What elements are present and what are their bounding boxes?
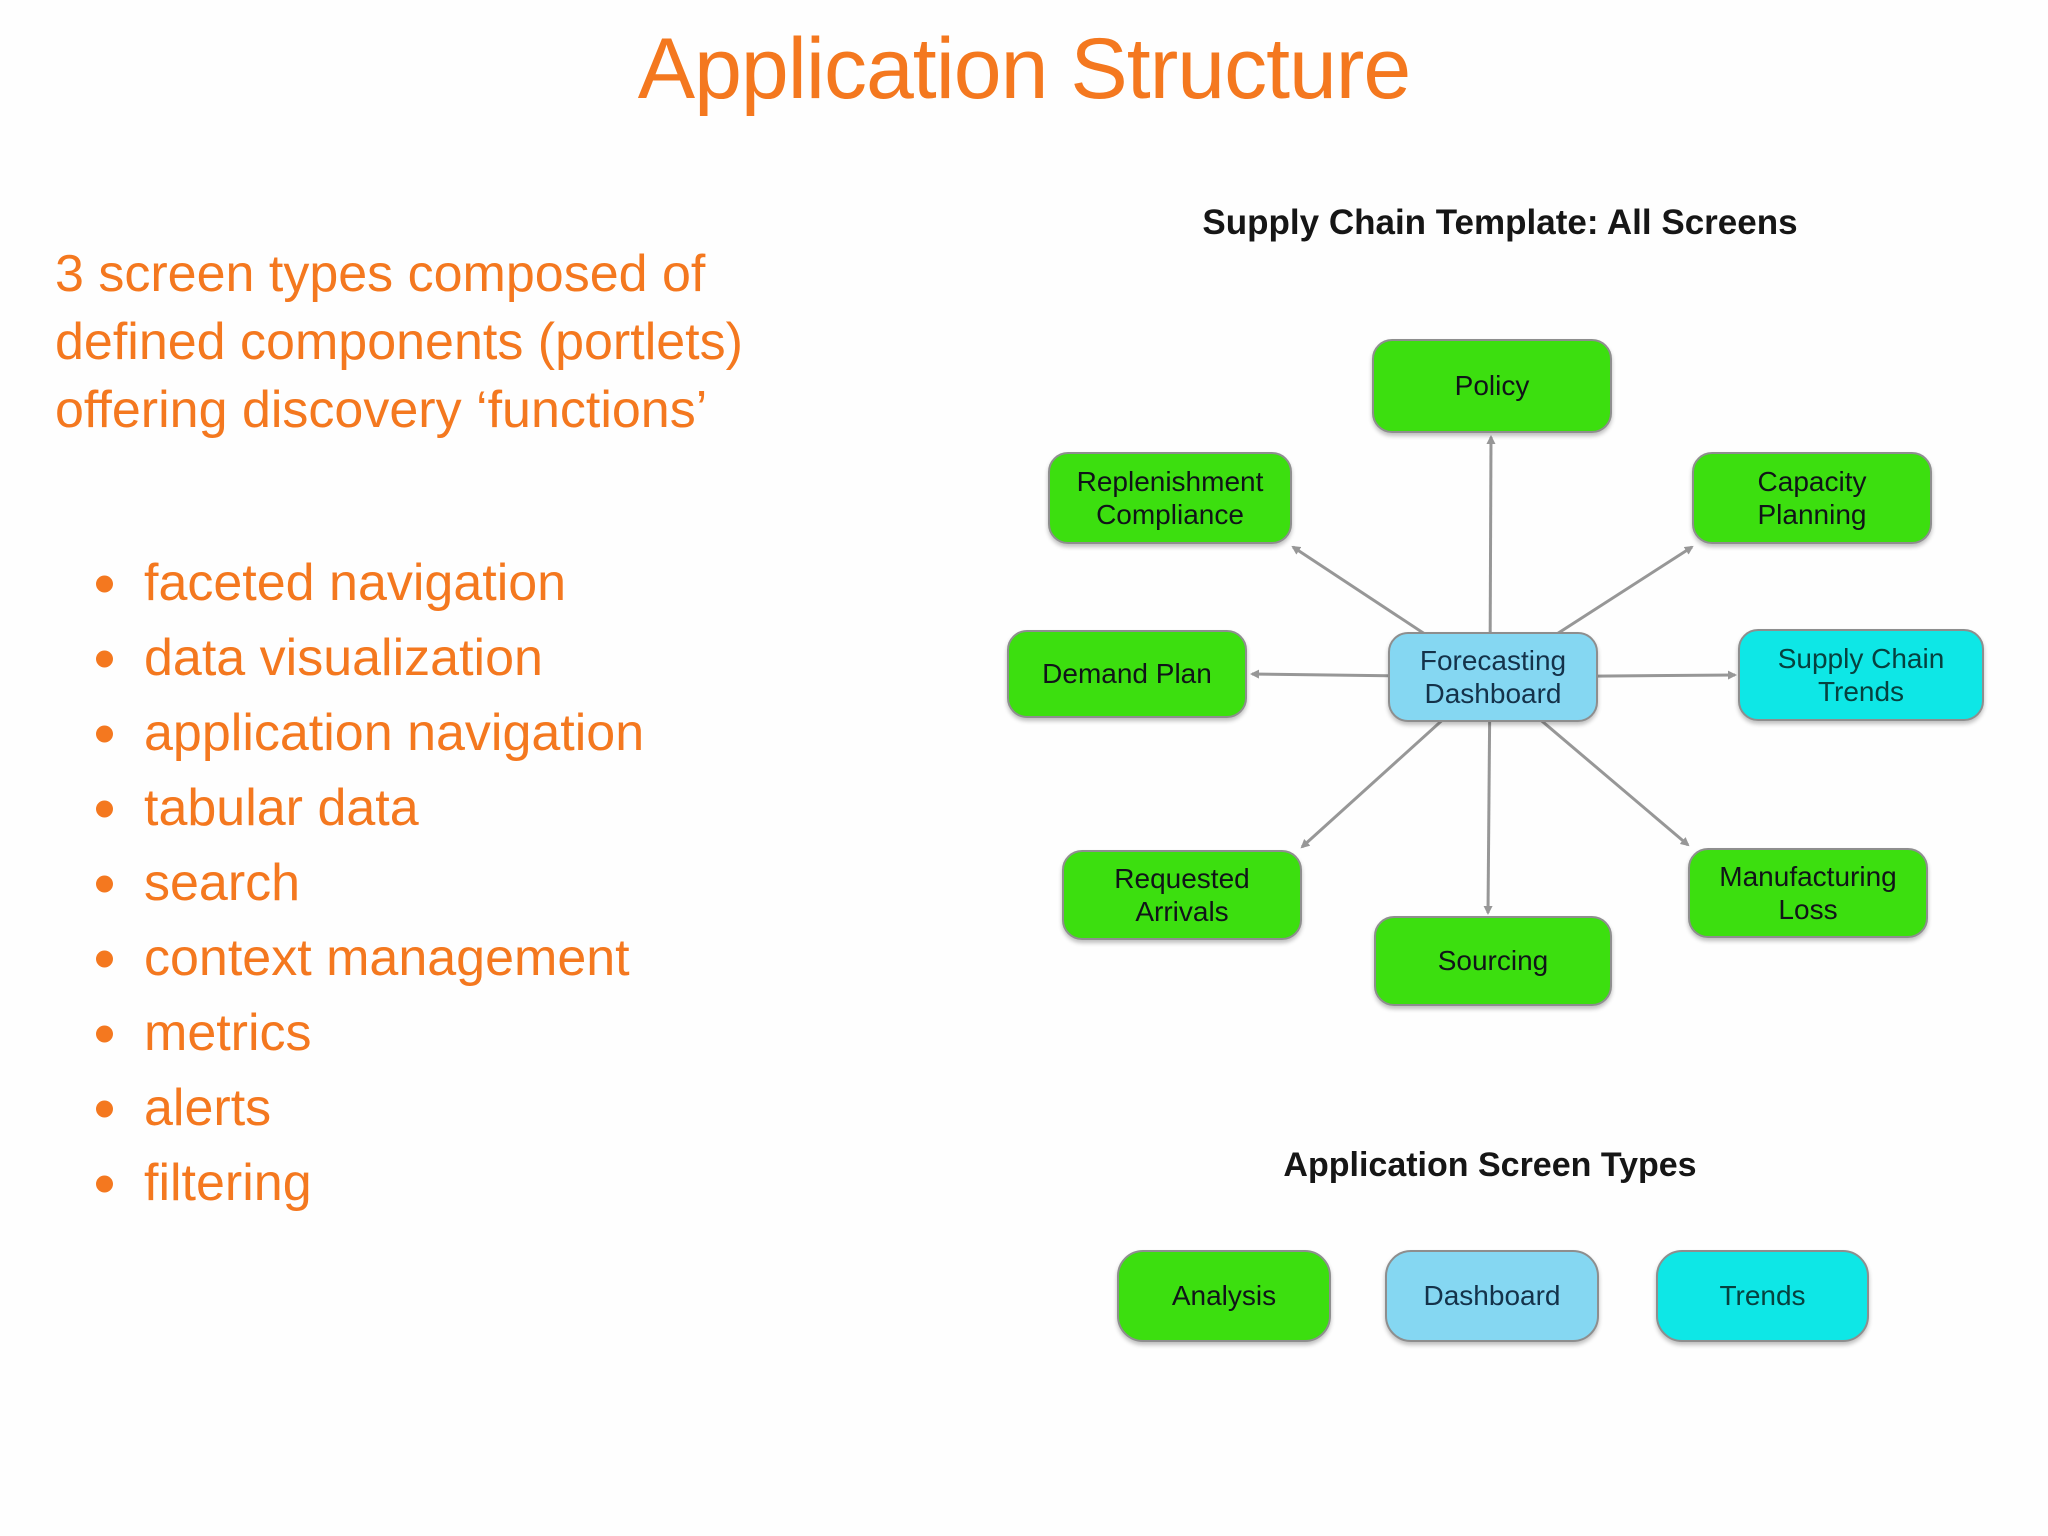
feature-bullet-list: faceted navigation data visualization ap… <box>96 546 644 1221</box>
node-label: Dashboard <box>1423 1280 1561 1312</box>
bullet-item: metrics <box>96 996 644 1071</box>
bullet-item: application navigation <box>96 696 644 771</box>
screen-type-analysis: Analysis <box>1117 1250 1331 1342</box>
node-capacity-planning: Capacity Planning <box>1692 452 1932 544</box>
node-sourcing: Sourcing <box>1374 916 1612 1006</box>
bullet-item: tabular data <box>96 771 644 846</box>
node-replenishment-compliance: Replenishment Compliance <box>1048 452 1292 544</box>
bullet-item: faceted navigation <box>96 546 644 621</box>
node-forecasting-dashboard: Forecasting Dashboard <box>1388 632 1598 722</box>
node-label: Manufacturing Loss <box>1719 860 1897 925</box>
node-label: Policy <box>1454 370 1530 402</box>
bullet-item: context management <box>96 921 644 996</box>
intro-line: offering discovery ‘functions’ <box>55 381 708 439</box>
node-label: Demand Plan <box>1042 658 1212 690</box>
node-label: Sourcing <box>1437 945 1549 977</box>
node-label: Analysis <box>1171 1280 1277 1312</box>
node-label: Capacity Planning <box>1757 465 1867 530</box>
bullet-item: filtering <box>96 1146 644 1221</box>
node-manufacturing-loss: Manufacturing Loss <box>1688 848 1928 938</box>
screen-type-dashboard: Dashboard <box>1385 1250 1599 1342</box>
intro-line: 3 screen types composed of <box>55 245 706 303</box>
node-label: Supply Chain Trends <box>1777 642 1945 707</box>
bullet-item: data visualization <box>96 621 644 696</box>
bullet-item: search <box>96 846 644 921</box>
diagram-title: Supply Chain Template: All Screens <box>1202 203 1798 242</box>
node-demand-plan: Demand Plan <box>1007 630 1247 718</box>
bullet-item: alerts <box>96 1071 644 1146</box>
screen-type-trends: Trends <box>1656 1250 1869 1342</box>
node-policy: Policy <box>1372 339 1612 433</box>
node-supply-chain-trends: Supply Chain Trends <box>1738 629 1984 721</box>
node-label: Trends <box>1719 1280 1806 1312</box>
node-label: Replenishment Compliance <box>1076 465 1264 530</box>
node-label: Requested Arrivals <box>1114 862 1250 927</box>
node-label: Forecasting Dashboard <box>1419 644 1567 709</box>
intro-line: defined components (portlets) <box>55 313 743 371</box>
screen-types-title: Application Screen Types <box>1283 1146 1697 1184</box>
page-title: Application Structure <box>637 21 1412 117</box>
node-requested-arrivals: Requested Arrivals <box>1062 850 1302 940</box>
intro-text: 3 screen types composed of defined compo… <box>55 240 743 444</box>
